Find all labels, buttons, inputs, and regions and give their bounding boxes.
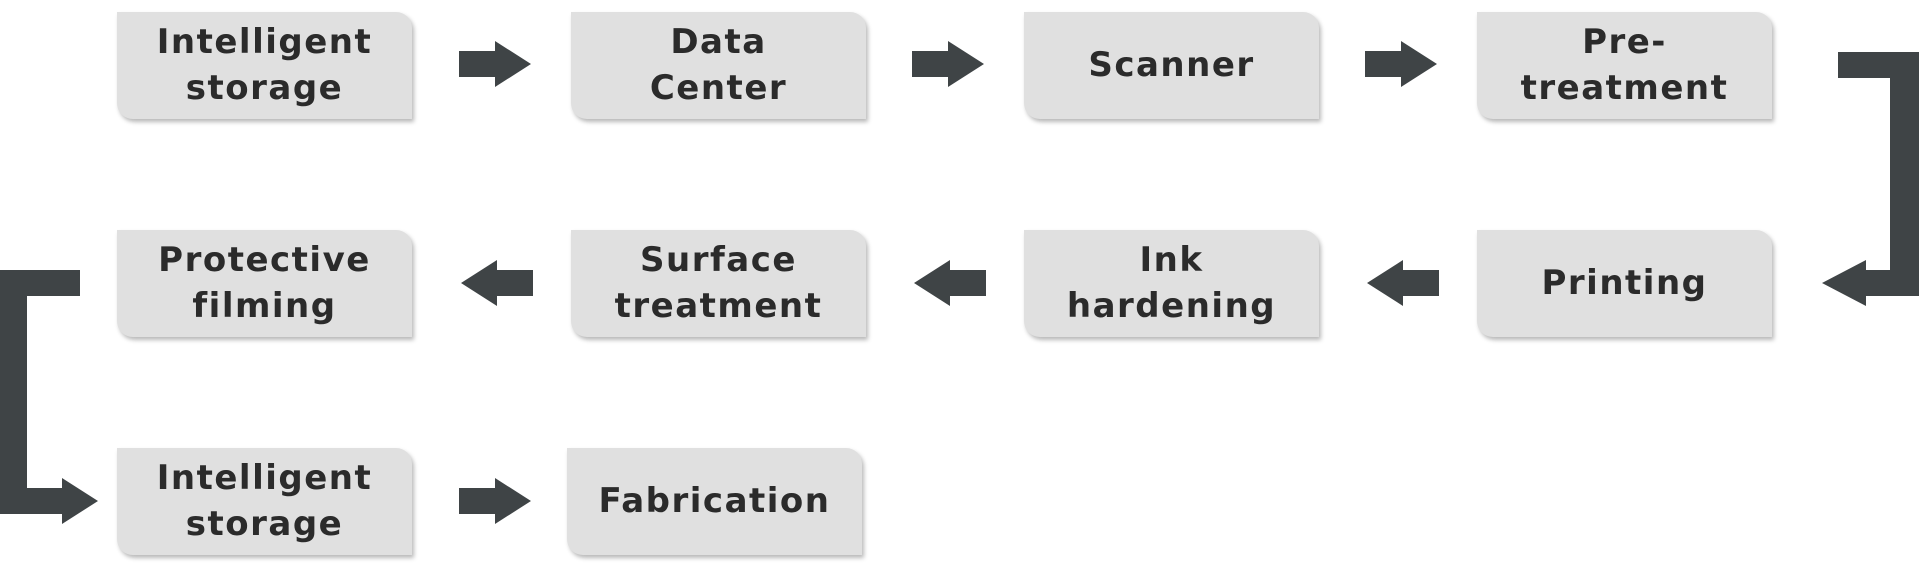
step-printing: Printing: [1477, 230, 1772, 337]
step-label: Pre-treatment: [1520, 22, 1729, 108]
step-protective-filming: Protective filming: [117, 230, 412, 337]
left-arrow-icon: [914, 260, 986, 306]
step-ink-hardening: Ink hardening: [1024, 230, 1319, 337]
step-label: Protective filming: [158, 240, 371, 326]
step-scanner: Scanner: [1024, 12, 1319, 119]
step-fabrication: Fabrication: [567, 448, 862, 555]
right-arrow-icon: [1365, 41, 1437, 87]
left-arrow-icon: [461, 260, 533, 306]
right-arrow-icon: [912, 41, 984, 87]
step-data-center: Data Center: [571, 12, 866, 119]
left-turn-arrow-icon: [0, 270, 98, 524]
step-label: Fabrication: [598, 480, 831, 521]
step-pre-treatment: Pre-treatment: [1477, 12, 1772, 119]
left-arrow-icon: [1367, 260, 1439, 306]
step-label: Ink hardening: [1066, 240, 1277, 326]
step-surface-treatment: Surface treatment: [571, 230, 866, 337]
step-label: Printing: [1541, 262, 1708, 303]
step-intelligent-storage-2: Intelligent storage: [117, 448, 412, 555]
right-turn-arrow-icon: [1822, 52, 1919, 306]
step-label: Surface treatment: [614, 240, 823, 326]
step-label: Scanner: [1088, 44, 1255, 85]
right-arrow-icon: [459, 478, 531, 524]
step-label: Intelligent storage: [156, 458, 373, 544]
step-intelligent-storage-1: Intelligent storage: [117, 12, 412, 119]
step-label: Data Center: [649, 22, 788, 108]
step-label: Intelligent storage: [156, 22, 373, 108]
right-arrow-icon: [459, 41, 531, 87]
